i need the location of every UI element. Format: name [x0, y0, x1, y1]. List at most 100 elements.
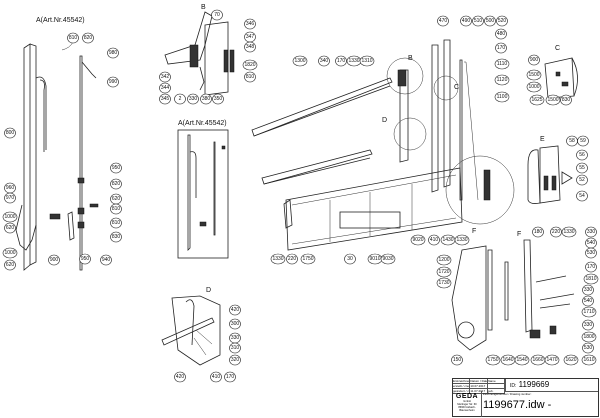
view-a-drawing [15, 41, 99, 271]
part-number: 540 [587, 240, 596, 246]
part-number: 1810 [585, 276, 596, 282]
part-callout-balloon: 1330 [561, 226, 577, 238]
drawing-number: 1199677.idw - [483, 399, 552, 411]
part-callout-balloon: 30 [344, 253, 356, 265]
part-number: 220 [552, 229, 561, 235]
id-value: 1199669 [518, 380, 550, 389]
part-callout-balloon: 310 [229, 342, 241, 354]
company-logo: GEDA GmbH Mertinger Str. 60 86663 Asbach… [453, 391, 482, 417]
view-label: B [408, 55, 413, 62]
part-callout-balloon: 348 [244, 41, 256, 53]
part-number: 540 [584, 298, 593, 304]
part-callout-balloon: 346 [244, 18, 256, 30]
address-line: GmbH [463, 400, 471, 403]
part-number: 900 [50, 257, 59, 263]
part-number: 330 [189, 96, 198, 102]
part-number: 1110 [497, 61, 508, 67]
brand-name: GEDA [455, 393, 479, 400]
part-id: ID: 1199669 [505, 379, 598, 392]
part-number: 150 [453, 357, 462, 363]
part-number: 1500 [528, 72, 539, 78]
part-number: 820 [112, 181, 121, 187]
part-number: 980 [109, 50, 118, 56]
part-callout-balloon: 1330 [346, 55, 362, 67]
part-callout-balloon: 490 [460, 15, 472, 27]
part-callout-balloon: 9020 [410, 234, 426, 246]
view-f-drawing [451, 239, 575, 351]
view-label: C [454, 84, 459, 91]
part-callout-balloon: 830 [560, 94, 572, 106]
view-label: A(Art.Nr.45542) [36, 17, 85, 24]
part-callout-balloon: 1500 [526, 69, 542, 81]
part-callout-balloon: 990 [107, 76, 119, 88]
view-label: D [206, 287, 211, 294]
part-callout-balloon: 70 [211, 9, 223, 21]
part-callout-balloon: 1640 [500, 354, 516, 366]
part-number: 950 [81, 256, 90, 262]
part-callout-balloon: 520 [496, 15, 508, 27]
part-number: 1710 [583, 309, 594, 315]
part-callout-balloon: 220 [550, 226, 562, 238]
part-number: 170 [226, 374, 235, 380]
part-callout-balloon: 1330 [270, 253, 286, 265]
part-number: 1430 [442, 237, 453, 243]
part-callout-balloon: 900 [48, 254, 60, 266]
part-callout-balloon: 170 [495, 42, 507, 54]
part-number: 330 [584, 287, 593, 293]
part-number: 350 [214, 96, 223, 102]
part-number: 1610 [583, 357, 594, 363]
part-callout-balloon: 810 [67, 32, 79, 44]
part-callout-balloon: 330 [229, 332, 241, 344]
part-number: 620 [112, 196, 121, 202]
part-number: 30 [347, 256, 353, 262]
part-number: 348 [246, 44, 255, 50]
part-callout-balloon: 55 [576, 162, 588, 174]
part-callout-balloon: 530 [582, 342, 594, 354]
part-callout-balloon: 1730 [436, 277, 452, 289]
part-number: 59 [580, 138, 586, 144]
part-number: 1820 [244, 62, 255, 68]
part-callout-balloon: 1750 [300, 253, 316, 265]
part-callout-balloon: 410 [428, 234, 440, 246]
part-number: 1000 [4, 214, 15, 220]
cell: erstellt / created [453, 384, 471, 388]
part-callout-balloon: 1310 [359, 55, 375, 67]
view-b-drawing [164, 11, 235, 96]
part-number: 1330 [563, 229, 574, 235]
part-callout-balloon: 9010 [367, 253, 383, 265]
part-number: 345 [161, 96, 170, 102]
part-number: 420 [231, 307, 240, 313]
part-callout-balloon: 810 [110, 203, 122, 215]
part-callout-balloon: 1000 [526, 81, 542, 93]
part-callout-balloon: 1500 [545, 94, 561, 106]
part-callout-balloon: 1800 [581, 331, 597, 343]
part-number: 410 [212, 374, 221, 380]
part-callout-balloon: 950 [110, 162, 122, 174]
cell: 10.07.2017 [470, 384, 488, 388]
part-number: 1750 [487, 357, 498, 363]
part-callout-balloon: 1470 [544, 354, 560, 366]
cell: Datum / Date [470, 379, 488, 383]
address-line: 86663 Asbach-Bäumenheim [458, 406, 476, 412]
part-callout-balloon: 810 [110, 217, 122, 229]
part-number: 940 [102, 257, 111, 263]
part-number: 310 [231, 345, 240, 351]
part-callout-balloon: 1620 [563, 354, 579, 366]
part-callout-balloon: 540 [582, 295, 594, 307]
view-d-drawing [161, 295, 221, 366]
part-number: 1620 [565, 357, 576, 363]
part-number: 344 [161, 85, 170, 91]
part-number: 9010 [369, 256, 380, 262]
part-number: 620 [6, 262, 15, 268]
part-number: 530 [584, 345, 593, 351]
part-callout-balloon: 1100 [494, 91, 510, 103]
part-callout-balloon: 960 [4, 182, 16, 194]
part-callout-balloon: 1820 [242, 59, 258, 71]
part-number: 810 [246, 74, 255, 80]
part-callout-balloon: 480 [495, 28, 507, 40]
part-number: 620 [6, 225, 15, 231]
view-label: F [472, 228, 476, 235]
view-e-drawing [527, 145, 573, 204]
part-number: 800 [6, 130, 15, 136]
cell: 11.07.2017 [470, 389, 488, 393]
